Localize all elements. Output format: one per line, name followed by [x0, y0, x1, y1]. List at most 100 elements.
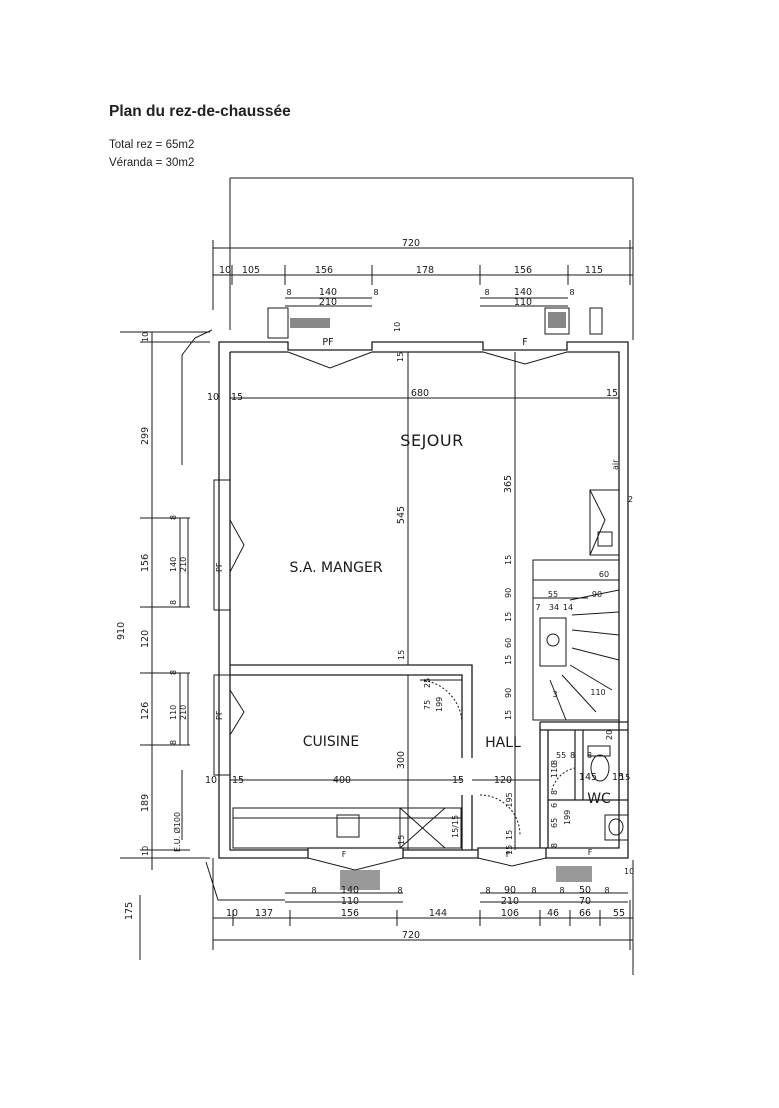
dim-cuisine-height: 300 [396, 751, 407, 769]
wc-inner-wall [548, 730, 628, 801]
dim-door: 25 [423, 678, 432, 688]
veranda-area-text: Véranda = 30m2 [109, 157, 195, 169]
window-label-f-bottom-2: F [506, 850, 511, 859]
dim-wc: 55 [556, 751, 566, 760]
dim-wc: 65 [550, 818, 559, 828]
planter-box [544, 307, 570, 335]
kitchen-sink [336, 814, 360, 838]
page-title: Plan du rez-de-chaussée [109, 103, 291, 120]
dim-stair: 15 [504, 555, 513, 565]
window-label-f-bottom-1: F [342, 850, 347, 859]
dim-wc: 110 [550, 763, 559, 778]
dim-stair: 90 [504, 688, 513, 698]
dim-left-window: 8 [169, 670, 178, 675]
dim-wc: 15 [620, 773, 630, 782]
dim-bottom-window: 70 [579, 896, 591, 907]
room-label-salle-a-manger: S.A. MANGER [289, 560, 382, 576]
toilet [590, 754, 610, 782]
dim-left: 156 [140, 554, 151, 572]
dim-window: 140 [319, 287, 337, 298]
dim-door: 199 [435, 697, 444, 712]
kitchen-door-arc [419, 679, 463, 723]
label-air: air [611, 459, 620, 470]
dim-door: 75 [423, 700, 432, 710]
window-swing-left-1 [229, 519, 245, 573]
dim-stub: 15 [397, 835, 406, 845]
dim-left-window: 210 [179, 557, 188, 572]
window-swing-top-1 [287, 351, 373, 369]
dim-stair: 15 [504, 710, 513, 720]
interior-wall-kitchen [230, 664, 473, 758]
dim-left-window: 8 [169, 740, 178, 745]
planter-hatches [290, 312, 592, 890]
dim-bottom-left: 175 [124, 902, 135, 920]
dim-left: 10 [141, 846, 150, 856]
window-label-f-top: F [522, 337, 527, 348]
dim-wall: 15 [396, 352, 405, 362]
stair-winders [549, 589, 620, 721]
dim-top-total: 720 [402, 238, 420, 249]
dim-bottom-chain: 137 [255, 908, 273, 919]
dim-bottom-chain: 66 [579, 908, 591, 919]
dim-bottom-window: 8 [397, 886, 402, 895]
fireplace [589, 489, 620, 556]
room-label-sejour: SEJOUR [400, 431, 463, 450]
toilet-cistern [587, 745, 611, 757]
window-swing-bottom-1 [307, 857, 404, 871]
dim-bottom-chain: 156 [341, 908, 359, 919]
dim-bottom-chain: 55 [613, 908, 625, 919]
dim-left-window: 8 [169, 600, 178, 605]
dim-top-chain: 178 [416, 265, 434, 276]
dim-cuisine: 15 [232, 775, 244, 786]
window-swing-bottom-2 [477, 857, 547, 867]
exterior-wall-outer [218, 341, 629, 859]
dim-top-chain: 156 [514, 265, 532, 276]
fireplace-line [589, 489, 606, 556]
dim-bottom-window: 90 [504, 885, 516, 896]
dim-wall: 15 [397, 650, 406, 660]
window-swing-top-2 [482, 351, 568, 365]
stair-newel [539, 617, 567, 667]
total-area-text: Total rez = 65m2 [109, 139, 195, 151]
dim-sam-height: 545 [396, 506, 407, 524]
dim-window: 8 [569, 288, 574, 297]
dim-window: 8 [373, 288, 378, 297]
dim-window: 210 [319, 297, 337, 308]
dim-bottom-chain: 144 [429, 908, 447, 919]
wc-door-arc [551, 767, 576, 791]
window-label-pf-left-2: PF [215, 710, 224, 720]
dim-wall: 10 [393, 322, 402, 332]
dim-left: 299 [140, 427, 151, 445]
dim-left: 189 [140, 794, 151, 812]
wc-walls [539, 721, 628, 848]
dim-wc: 6 [550, 803, 559, 808]
dim-inner: 15 [606, 388, 618, 399]
dim-top-chain: 115 [585, 265, 603, 276]
dim-window: 140 [514, 287, 532, 298]
window-label-pf-left-1: PF [215, 562, 224, 572]
planter-hatch [556, 866, 592, 882]
dim-cuisine: 10 [205, 775, 217, 786]
room-label-hall: HALL [485, 735, 521, 751]
dim-stair: 3 [552, 690, 557, 699]
dim-stair: 34 [549, 603, 559, 612]
window-label-f-bottom-3: F [588, 848, 593, 857]
dim-wc: 8 [550, 843, 559, 848]
dim-wc: 8 [570, 751, 575, 760]
interior-wall-kitchen-lower [461, 795, 473, 850]
dim-left-window: 210 [179, 705, 188, 720]
room-label-cuisine: CUISINE [303, 734, 360, 750]
dim-hall: 15 [505, 830, 514, 840]
dim-wc: 8 [550, 760, 559, 765]
dim-sejour-height: 365 [503, 475, 514, 493]
dim-bottom-chain: 106 [501, 908, 519, 919]
window-swing-left-2 [229, 689, 245, 736]
dim-wc: 8 [587, 751, 592, 760]
dim-bottom-window: 8 [485, 886, 490, 895]
dim-hall: 120 [494, 775, 512, 786]
dim-hall: 15 [505, 845, 514, 855]
veranda-curve [181, 329, 213, 465]
kitchen-worktop [232, 807, 462, 849]
planter-hatch [290, 318, 330, 328]
